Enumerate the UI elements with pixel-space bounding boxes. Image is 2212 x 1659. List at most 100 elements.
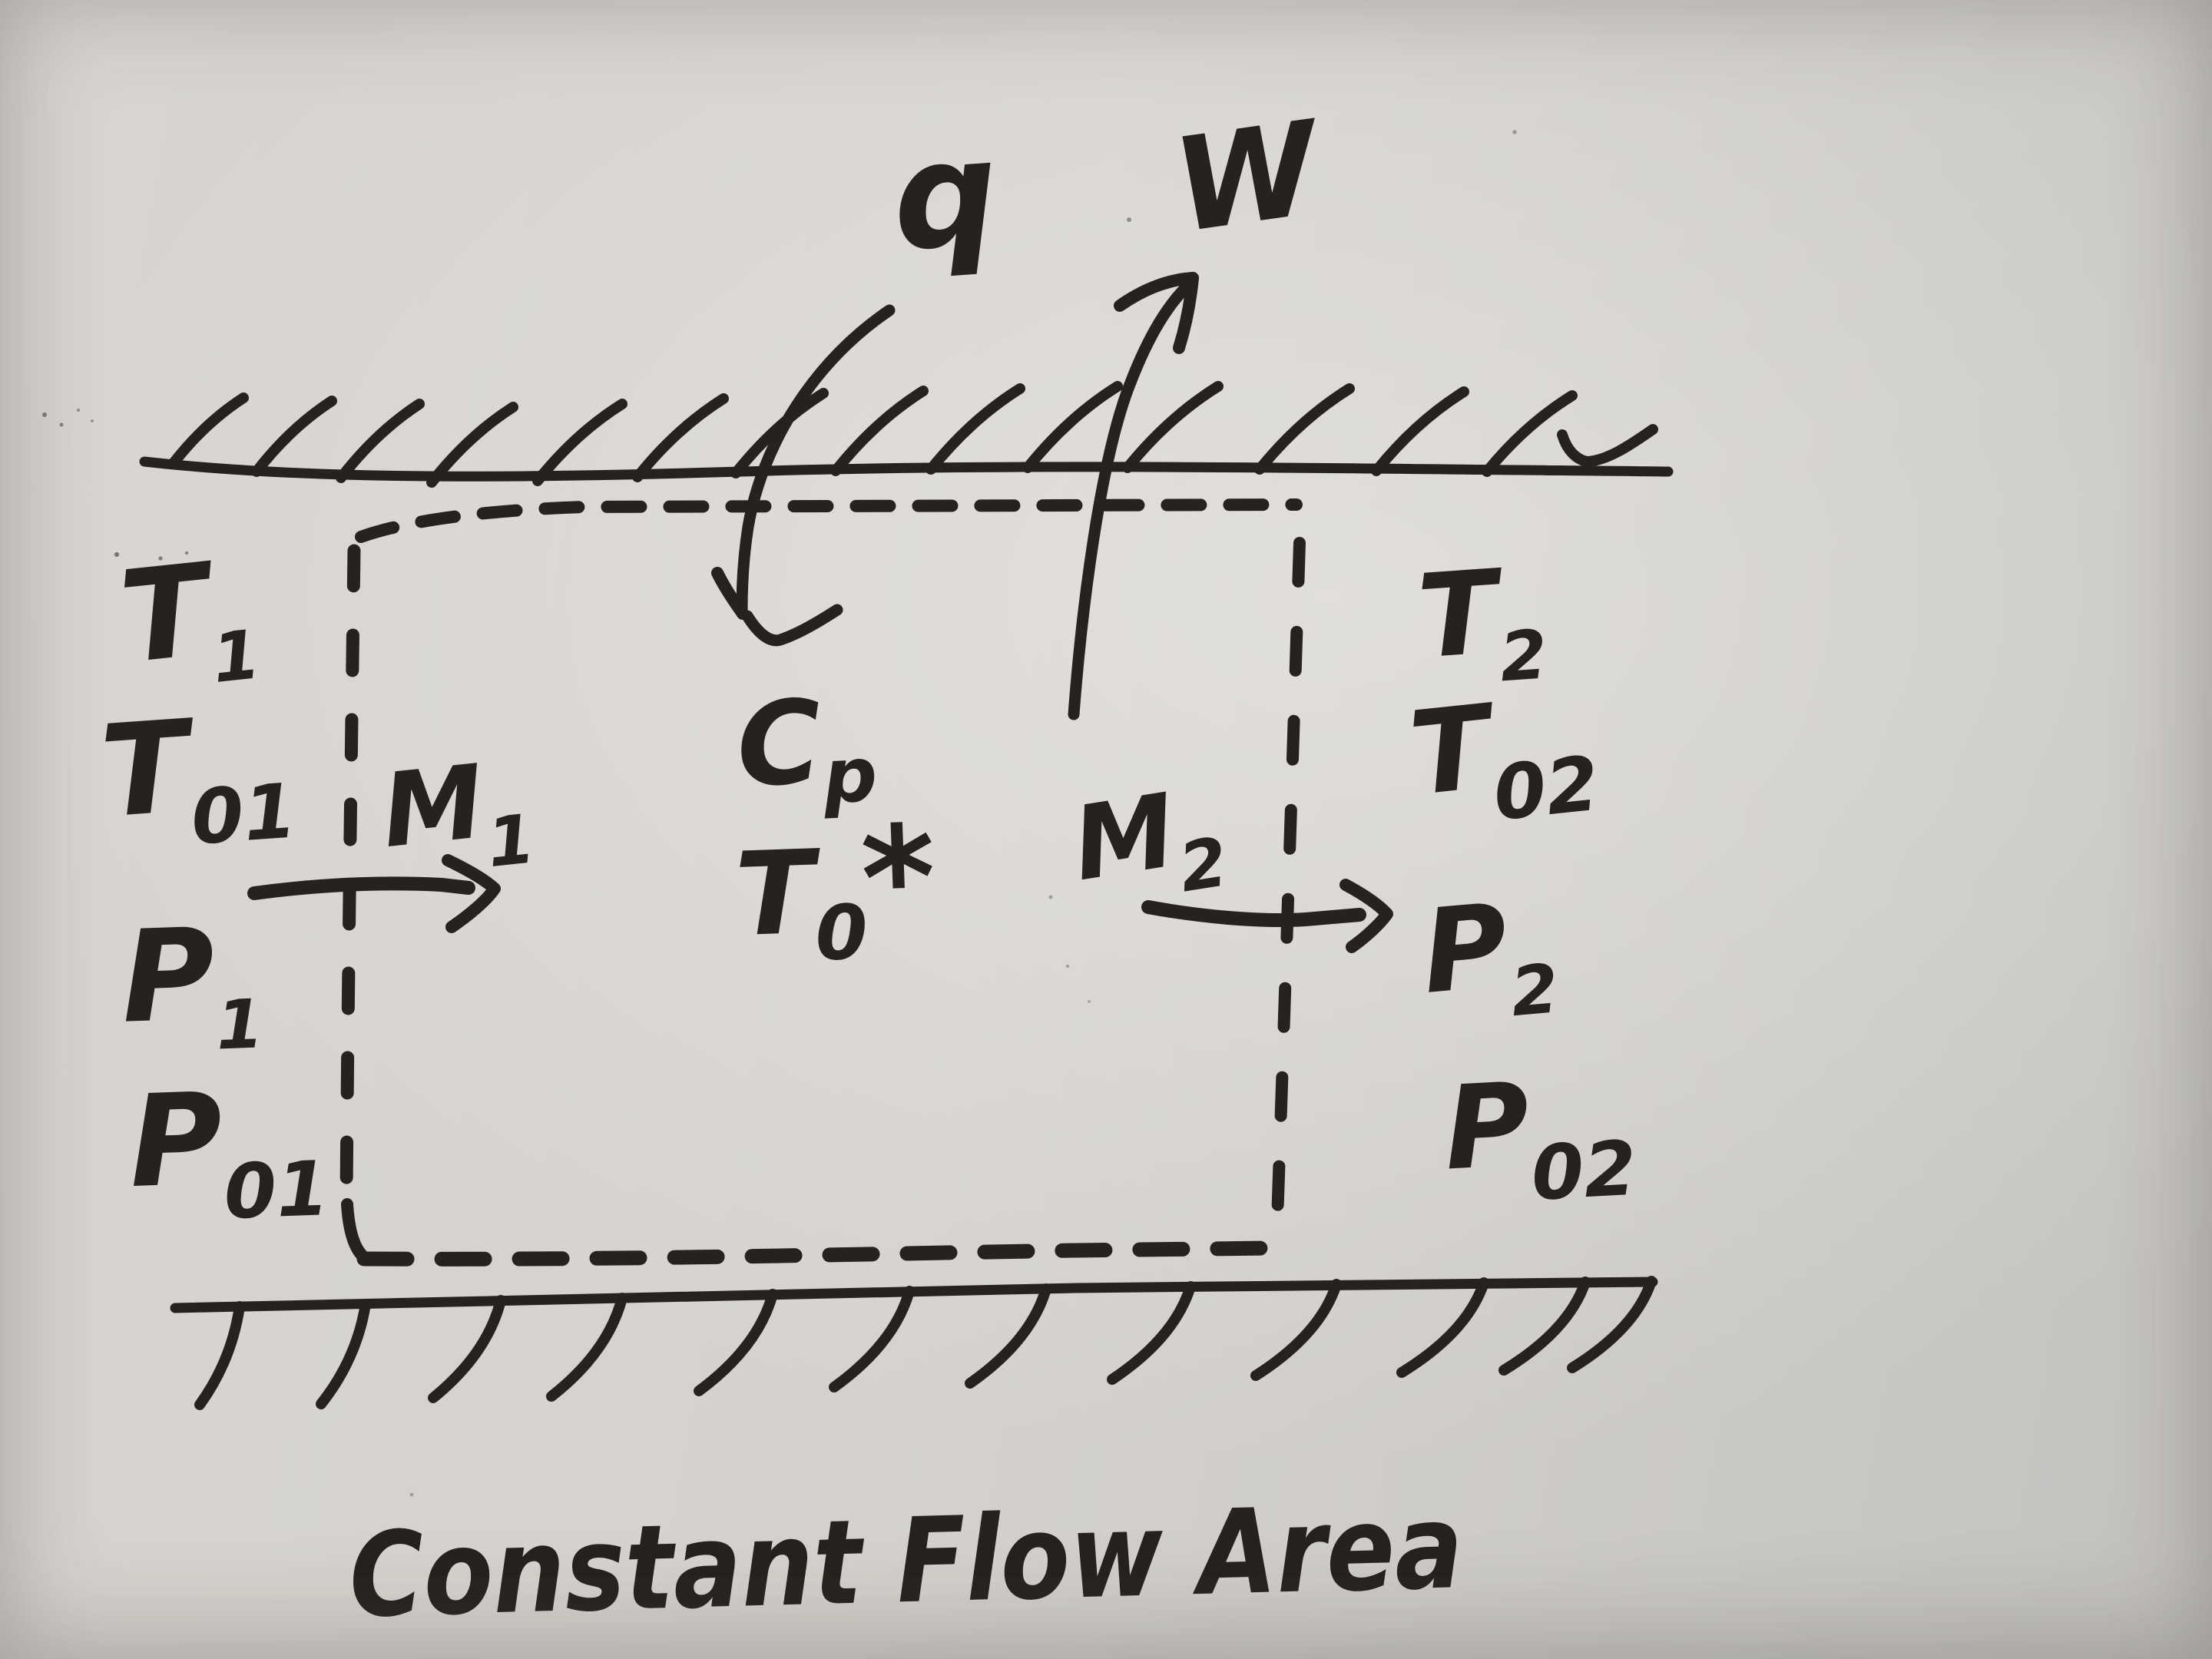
marker-speck <box>91 419 94 422</box>
wall-hatch-mark <box>1254 383 1355 475</box>
heat-arrowhead-tick <box>741 604 843 647</box>
cp-subscript: p <box>820 731 879 822</box>
top-wall-hatching <box>167 381 1578 488</box>
work-label: W <box>1165 92 1333 262</box>
wall-hatch-mark <box>1250 1279 1342 1381</box>
t0star-base: T <box>733 826 824 962</box>
wall-hatch-mark <box>829 1286 915 1392</box>
control-volume-right-edge <box>1271 537 1306 1226</box>
t0star-superscript-star: * <box>859 794 939 962</box>
m2-base: M <box>1065 772 1184 905</box>
inlet-arrow-shaft <box>247 876 475 900</box>
wall-hatch-mark <box>1122 381 1224 473</box>
wall-hatch-mark <box>167 392 249 469</box>
wall-hatch-mark <box>1482 390 1578 477</box>
inlet-mass-flow-label: M1 <box>376 738 538 893</box>
p2-subscript: 2 <box>1508 949 1561 1031</box>
bottom-wall-hatching <box>194 1276 1657 1410</box>
p01-base: P <box>127 1065 225 1216</box>
wall-hatch-mark <box>1396 1277 1489 1378</box>
p1-subscript: 1 <box>215 984 265 1065</box>
marker-speck <box>76 408 81 412</box>
outlet-mass-flow-arrow <box>1141 879 1393 953</box>
bottom-wall <box>170 1277 1658 1313</box>
wall-hatch-mark <box>965 1283 1051 1389</box>
wall-hatch-mark <box>830 386 929 476</box>
diagram-caption: Constant Flow Area <box>348 1479 1465 1644</box>
m1-base: M <box>376 743 489 871</box>
wall-hatch-mark <box>428 1295 506 1403</box>
wall-hatch-mark <box>926 383 1025 475</box>
t01-base: T <box>97 692 202 846</box>
sonic-stagnation-temperature-label: T0* <box>732 794 939 981</box>
wall-hatch-mark <box>1107 1281 1196 1385</box>
marker-speck <box>42 412 47 417</box>
marker-speck <box>409 1492 414 1497</box>
inlet-stagnation-pressure-label: P01 <box>127 1061 330 1240</box>
p02-base: P <box>1441 1058 1532 1197</box>
outlet-static-temperature-label: T2 <box>1414 543 1550 703</box>
control-volume-left-edge <box>339 544 361 1202</box>
m1-subscript: 1 <box>483 799 538 882</box>
heat-arrowhead-icon <box>711 567 749 620</box>
wall-hatch-mark <box>316 1299 371 1409</box>
marker-speck <box>59 422 64 427</box>
board-specks <box>42 130 1517 1497</box>
outlet-mass-flow-label: M2 <box>1065 764 1233 923</box>
marker-speck <box>158 556 163 561</box>
p2-base: P <box>1417 879 1513 1020</box>
marker-speck <box>114 552 119 557</box>
heat-arrow-shaft <box>736 304 896 616</box>
inlet-stagnation-temperature-label: T01 <box>97 686 300 869</box>
t1-subscript: 1 <box>209 614 264 698</box>
marker-speck <box>184 551 189 555</box>
top-wall <box>139 456 1674 482</box>
wall-hatch-mark <box>1498 1277 1591 1376</box>
outlet-static-pressure-label: P2 <box>1417 876 1561 1039</box>
t02-subscript: 02 <box>1489 740 1603 839</box>
t01-subscript: 01 <box>188 767 299 862</box>
heat-label: q <box>887 107 1003 283</box>
wall-hatch-mark <box>1371 386 1469 476</box>
t0star-subscript: 0 <box>814 889 869 978</box>
control-volume-top-edge <box>355 498 1303 543</box>
wall-hatch-mark <box>426 402 518 488</box>
m2-subscript: 2 <box>1174 822 1233 907</box>
wall-hatch-mark <box>1022 381 1123 473</box>
wall-hatch-mark <box>194 1301 245 1410</box>
p1-base: P <box>119 901 217 1051</box>
marker-speck <box>1088 1000 1091 1003</box>
specific-heat-label: Cp <box>733 673 879 826</box>
p01-subscript: 01 <box>223 1145 330 1237</box>
marker-speck <box>1127 217 1131 222</box>
wall-hatch-mark <box>546 1293 628 1402</box>
cp-base: C <box>733 676 825 814</box>
wall-hatch-mark <box>532 399 628 486</box>
wall-hatch-mark <box>632 393 729 482</box>
top-wall-check-stroke <box>1557 424 1658 467</box>
t2-base: T <box>1414 545 1510 684</box>
outlet-stagnation-pressure-label: P02 <box>1441 1053 1638 1223</box>
heat-arrow <box>711 304 896 647</box>
outlet-arrow-shaft <box>1141 900 1366 928</box>
p02-subscript: 02 <box>1529 1125 1638 1218</box>
work-arrowhead-top-barb <box>1114 272 1199 312</box>
work-arrowhead-down-barb <box>1173 272 1199 354</box>
t1-base: T <box>114 535 224 692</box>
outlet-arrowhead-icon <box>1339 879 1393 953</box>
inlet-mass-flow-arrow <box>247 854 501 933</box>
inlet-arrowhead-icon <box>442 854 501 933</box>
control-volume-boundary <box>339 498 1306 1267</box>
marker-speck <box>1065 964 1070 969</box>
work-arrow <box>1068 272 1199 720</box>
marker-speck <box>1512 130 1517 134</box>
inlet-static-pressure-label: P1 <box>119 899 265 1068</box>
work-arrow-shaft <box>1068 277 1196 720</box>
control-volume-bottom-edge <box>356 1240 1278 1267</box>
wall-hatch-mark <box>336 399 425 483</box>
wall-hatch-mark <box>694 1289 778 1396</box>
t2-subscript: 2 <box>1497 614 1549 697</box>
marker-speck <box>1048 895 1053 899</box>
